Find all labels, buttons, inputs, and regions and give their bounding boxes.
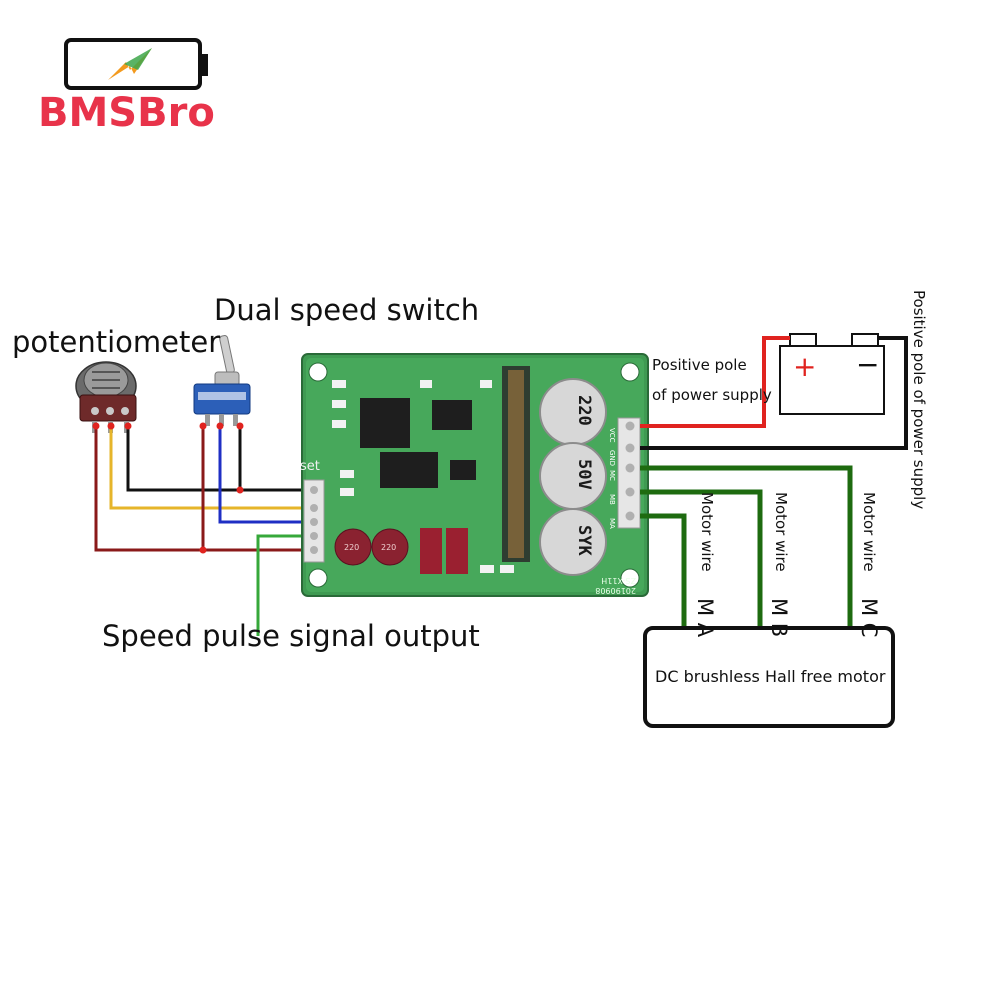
label-positive-pole-vertical: Positive pole of power supply [910, 290, 928, 509]
battery-plus-sign: + [793, 350, 816, 383]
board-date-text: 20190908 [595, 586, 636, 595]
motor-wire-label-c: Motor wire [860, 492, 878, 572]
toggle-switch [193, 335, 251, 426]
svg-text:MA: MA [608, 518, 616, 529]
svg-text:MB: MB [608, 494, 616, 505]
motor-label: DC brushless Hall free motor [655, 667, 886, 686]
capacitor-3: SYK [539, 508, 607, 576]
motor-phase-a: M A [693, 598, 717, 638]
controller-board: set 220 220 220 50V [300, 353, 649, 597]
svg-text:VCC: VCC [608, 428, 616, 443]
motor: DC brushless Hall free motor [643, 626, 895, 728]
svg-text:GND: GND [608, 450, 616, 466]
svg-text:220: 220 [574, 395, 594, 426]
capacitor-2: 50V [539, 442, 607, 510]
motor-phase-b: M B [767, 598, 791, 637]
label-dual-speed-switch: Dual speed switch [214, 293, 479, 327]
motor-wire-label-a: Motor wire [698, 492, 716, 572]
svg-text:MC: MC [608, 470, 616, 481]
power-wires [640, 336, 908, 450]
label-positive-pole-line1: Positive pole [652, 356, 747, 374]
brand-name: BMSBro [38, 90, 215, 136]
svg-text:SYK: SYK [574, 525, 594, 556]
board-set-label: set [300, 459, 320, 474]
label-potentiometer: potentiometer [12, 325, 220, 359]
capacitor-1: 220 [539, 378, 607, 446]
svg-text:50V: 50V [574, 459, 594, 490]
label-speed-pulse: Speed pulse signal output [102, 619, 480, 653]
potentiometer [75, 361, 137, 433]
motor-phase-c: M C [857, 598, 881, 637]
battery-lightning-icon [64, 38, 208, 90]
left-wires [94, 426, 310, 636]
battery-minus-sign: − [856, 348, 879, 381]
wire-solder-dots [92, 422, 244, 554]
board-model-text: ZS-X11H [601, 576, 636, 585]
svg-text:220: 220 [344, 543, 359, 552]
motor-wires [640, 465, 853, 630]
motor-wire-label-b: Motor wire [772, 492, 790, 572]
brand-logo: BMSBro [38, 38, 215, 136]
svg-text:220: 220 [381, 543, 396, 552]
battery: + − [779, 333, 885, 415]
label-positive-pole-line2: of power supply [652, 386, 772, 404]
